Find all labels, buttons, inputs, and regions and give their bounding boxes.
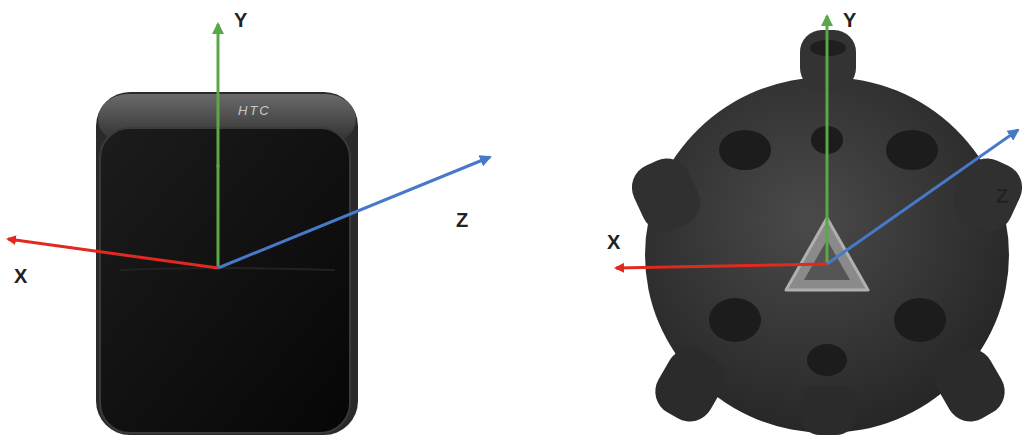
axis-label: X [607, 232, 620, 252]
axis-label: Y [843, 10, 856, 30]
axes-left [8, 24, 490, 268]
axis-label: Y [234, 10, 247, 30]
axis-label: Z [456, 210, 468, 230]
logo-text: HTC [238, 104, 271, 117]
axis-label: X [14, 266, 27, 286]
axes-right [616, 16, 1018, 268]
axis-label: Z [996, 186, 1008, 206]
